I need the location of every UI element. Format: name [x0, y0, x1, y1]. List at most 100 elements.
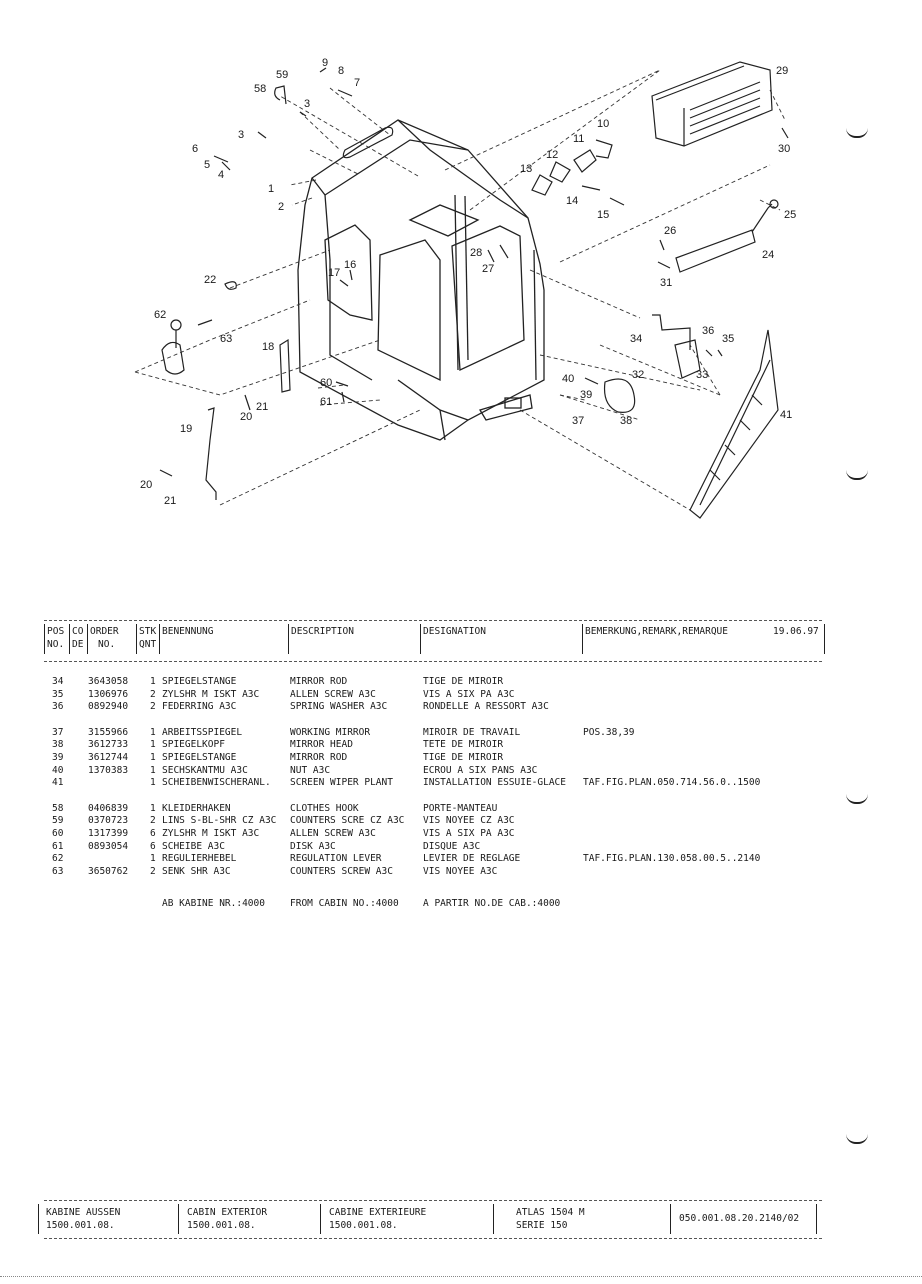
- callout-label: 59: [276, 69, 288, 81]
- footer-series: SERIE 150: [516, 1220, 568, 1231]
- cell-order: 1317399: [88, 827, 129, 839]
- part-29-housing: [651, 61, 773, 147]
- cell-designation: VIS NOYEE CZ A3C: [423, 815, 515, 827]
- cell-order: 3643058: [88, 676, 129, 687]
- cell-order: 3650762: [88, 865, 129, 877]
- cell-pos: 61: [52, 840, 64, 852]
- cell-qty: 1: [150, 853, 156, 865]
- sun-visor: [675, 229, 756, 273]
- cell-benennung: SECHSKANTMU A3C: [162, 764, 248, 776]
- callout-label: 61: [320, 396, 332, 408]
- col-header-qnt: QNT: [139, 639, 157, 650]
- callout-label: 19: [180, 423, 192, 435]
- column-divider: [136, 624, 137, 654]
- cell-pos: 41: [52, 777, 64, 789]
- callout-label: 6: [192, 143, 198, 155]
- footer-title-block: KABINE AUSSEN 1500.001.08. CABIN EXTERIO…: [38, 1202, 824, 1240]
- cell-qty: 6: [150, 840, 156, 852]
- cell-designation: TIGE DE MIROIR: [423, 676, 504, 687]
- col-header-benennung: BENENNUNG: [162, 626, 214, 637]
- cell-benennung: REGULIERHEBEL: [162, 853, 237, 865]
- callout-label: 32: [632, 369, 644, 381]
- regulation-lever: [161, 341, 185, 375]
- cell-order: 3612744: [88, 751, 129, 763]
- cell-pos: 35: [52, 688, 64, 700]
- callout-label: 17: [328, 267, 340, 279]
- table-row: 40 1370383 1 SECHSKANTMU A3C NUT A3C ECR…: [0, 765, 922, 778]
- cell-qty: 1: [150, 802, 156, 814]
- cell-designation: PORTE-MANTEAU: [423, 802, 498, 814]
- table-row: 38 3612733 1 SPIEGELKOPF MIRROR HEAD TET…: [0, 739, 922, 752]
- column-divider: [38, 1204, 39, 1234]
- cell-benennung: ZYLSHR M ISKT A3C: [162, 688, 260, 700]
- footer-de-title: KABINE AUSSEN: [46, 1207, 121, 1218]
- cell-pos: 62: [52, 853, 64, 865]
- table-row: 34 3643058 1 SPIEGELSTANGE MIRROR ROD TI…: [0, 676, 922, 689]
- footer-bottom-rule: [44, 1238, 822, 1239]
- table-row: 36 0892940 2 FEDERRING A3C SPRING WASHER…: [0, 701, 922, 714]
- table-row: 62 1 REGULIERHEBEL REGULATION LEVER LEVI…: [0, 853, 922, 866]
- footer-top-rule: [44, 1200, 822, 1201]
- cell-description: MIRROR ROD: [290, 751, 348, 763]
- footer-en-title: CABIN EXTERIOR: [187, 1207, 268, 1218]
- binding-mark: [846, 128, 868, 138]
- callout-label: 31: [660, 277, 672, 289]
- cell-pos: 60: [52, 827, 64, 839]
- cell-designation: INSTALLATION ESSUIE-GLACE: [423, 777, 566, 789]
- cabin-note-en: FROM CABIN NO.:4000: [290, 898, 399, 909]
- callout-label: 3: [238, 129, 244, 141]
- callout-label: 14: [566, 195, 578, 207]
- column-divider: [670, 1204, 671, 1234]
- callout-label: 58: [254, 83, 266, 95]
- table-row: 59 0370723 2 LINS S-BL-SHR CZ A3C COUNTE…: [0, 815, 922, 828]
- cell-benennung: SCHEIBENWISCHERANL.: [162, 777, 271, 789]
- cell-qty: 2: [150, 865, 156, 877]
- callout-label: 28: [470, 247, 482, 259]
- header-top-rule: [44, 620, 822, 621]
- cell-order: 0892940: [88, 701, 129, 713]
- cell-benennung: SCHEIBE A3C: [162, 840, 225, 852]
- cell-benennung: ARBEITSSPIEGEL: [162, 726, 243, 738]
- cell-designation: ECROU A SIX PANS A3C: [423, 764, 538, 776]
- cell-description: ALLEN SCREW A3C: [290, 688, 376, 700]
- col-header-no: NO.: [47, 639, 65, 650]
- binding-mark: [846, 1134, 868, 1144]
- cell-qty: 1: [150, 739, 156, 751]
- cell-qty: 6: [150, 827, 156, 839]
- cell-description: REGULATION LEVER: [290, 853, 382, 865]
- callout-label: 29: [776, 65, 788, 77]
- roof-window: [408, 204, 480, 237]
- callout-label: 21: [164, 495, 176, 507]
- cell-designation: DISQUE A3C: [423, 840, 481, 852]
- cell-order: 0370723: [88, 815, 129, 827]
- callout-label: 40: [562, 373, 574, 385]
- col-header-designation: DESIGNATION: [423, 626, 486, 637]
- cell-designation: LEVIER DE REGLAGE: [423, 853, 521, 865]
- cell-description: MIRROR ROD: [290, 676, 348, 687]
- page-bottom-edge: [0, 1276, 922, 1277]
- cell-description: COUNTERS SCRE CZ A3C: [290, 815, 405, 827]
- callout-label: 5: [204, 159, 210, 171]
- cell-designation: TETE DE MIROIR: [423, 739, 504, 751]
- callout-label: 2: [278, 201, 284, 213]
- callout-label: 25: [784, 209, 796, 221]
- col-header-co: CO: [72, 626, 84, 637]
- cell-description: MIRROR HEAD: [290, 739, 353, 751]
- part-19: [205, 407, 217, 500]
- cell-order: 0893054: [88, 840, 129, 852]
- cell-designation: MIROIR DE TRAVAIL: [423, 726, 521, 738]
- callout-label: 16: [344, 259, 356, 271]
- cell-order: 1306976: [88, 688, 129, 700]
- column-divider: [493, 1204, 494, 1234]
- callout-label: 22: [204, 274, 216, 286]
- cell-qty: 2: [150, 815, 156, 827]
- callout-label: 34: [630, 333, 642, 345]
- cell-pos: 63: [52, 865, 64, 877]
- col-header-pos: POS: [47, 626, 65, 637]
- cell-description: SPRING WASHER A3C: [290, 701, 388, 713]
- mirror-head: [603, 378, 636, 413]
- exploded-view-diagram: 1 2 3 3 4 5 6 7 8 9 58 59 10 11 12 13 14…: [0, 0, 922, 560]
- column-divider: [420, 624, 421, 654]
- binding-mark: [846, 470, 868, 480]
